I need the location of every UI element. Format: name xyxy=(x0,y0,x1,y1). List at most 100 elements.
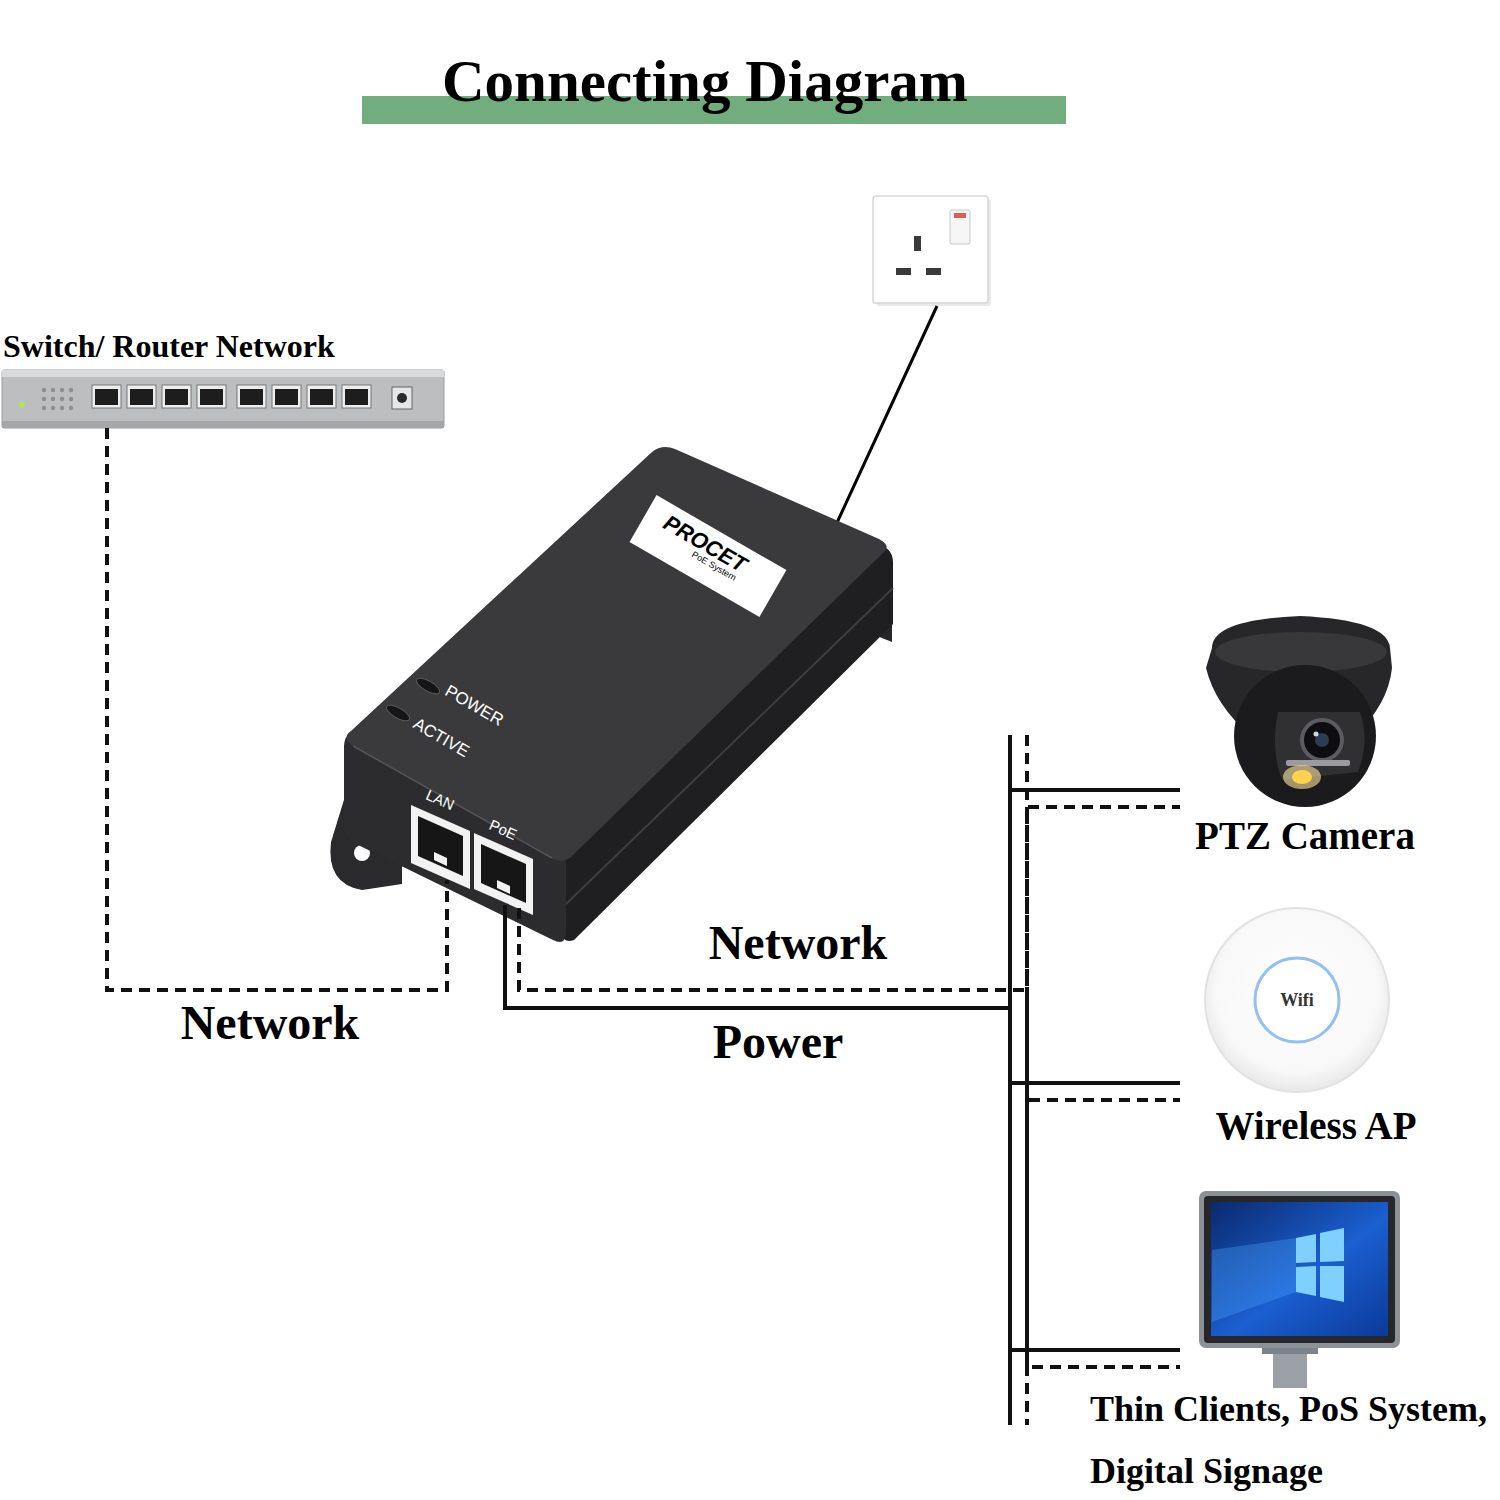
camera-led xyxy=(1283,765,1321,789)
ptz-camera: PTZ Camera xyxy=(1180,612,1395,812)
wall-socket xyxy=(950,210,970,244)
poe-injector-outline xyxy=(325,445,895,945)
ethernet-port xyxy=(92,385,121,408)
status-led xyxy=(51,388,55,392)
network-cable xyxy=(107,428,447,990)
poe-injector: PROCETPoE SystemPOWERACTIVELANPoE xyxy=(325,445,895,945)
ethernet-port xyxy=(240,389,263,405)
ethernet-port xyxy=(197,385,226,408)
monitor-screen xyxy=(1211,1202,1388,1336)
camera-trim xyxy=(1286,760,1350,766)
display-terminal: Thin Clients, PoS System, Digital Signag… xyxy=(1180,1185,1405,1390)
device-heading: Wireless AP xyxy=(1166,1104,1466,1147)
status-led xyxy=(60,388,64,392)
network-switch-outline xyxy=(2,370,444,428)
poe-cable xyxy=(505,905,1180,1367)
switch-body xyxy=(2,370,444,377)
indicator-led xyxy=(414,675,442,697)
ethernet-port xyxy=(307,385,336,408)
power-bus xyxy=(1008,735,1012,1425)
wireless-ap-outline xyxy=(1205,908,1389,1092)
status-led xyxy=(60,406,64,410)
power-jack xyxy=(397,393,407,403)
status-led xyxy=(51,397,55,401)
power-cord xyxy=(835,306,937,527)
status-led xyxy=(42,406,46,410)
status-led xyxy=(42,388,46,392)
ethernet-port xyxy=(272,385,301,408)
ptz-camera-outline xyxy=(1206,616,1392,807)
ethernet-port xyxy=(162,385,191,408)
ethernet-port xyxy=(200,389,223,405)
windows-logo xyxy=(1296,1234,1316,1263)
device-heading: Switch/ Router Network xyxy=(3,329,423,364)
network-line xyxy=(107,428,447,990)
monitor-stand xyxy=(1273,1354,1307,1388)
poe-injector-outline xyxy=(330,447,893,942)
ethernet-port xyxy=(237,385,266,408)
ethernet-port xyxy=(275,389,298,405)
windows-logo xyxy=(1296,1266,1316,1296)
ethernet-port xyxy=(165,389,188,405)
network-switch-outline xyxy=(2,370,444,428)
cable-label: Network xyxy=(120,996,420,1049)
power-led xyxy=(19,402,25,408)
ap-body xyxy=(1205,908,1389,1092)
injector-top xyxy=(346,447,886,861)
power-line xyxy=(505,790,1180,1008)
ap-logo-text: Wifi xyxy=(1257,989,1337,1011)
indicator-led xyxy=(384,702,412,724)
poe-cable xyxy=(505,790,1180,1008)
ethernet-port xyxy=(127,385,156,408)
network-bus xyxy=(1025,735,1029,1425)
wall-socket xyxy=(896,268,911,275)
display-terminal-outline xyxy=(1199,1191,1400,1388)
switch-body xyxy=(2,370,444,428)
wireless-ap: WifiWireless AP xyxy=(1180,905,1415,1095)
ap-ring xyxy=(1255,958,1339,1042)
status-led xyxy=(60,397,64,401)
network-line xyxy=(519,908,1180,1100)
lan-port xyxy=(411,805,470,889)
device-heading: PTZ Camera xyxy=(1155,814,1455,857)
display-terminal-outline xyxy=(1180,1185,1405,1390)
camera-lens xyxy=(1302,720,1342,760)
power-line xyxy=(505,905,1180,1350)
network-switch: Switch/ Router Network xyxy=(2,370,444,428)
wall-socket xyxy=(954,213,966,218)
ethernet-port xyxy=(310,389,333,405)
wall-socket xyxy=(873,196,988,303)
power-line xyxy=(505,905,1180,1083)
poe-cable xyxy=(505,905,1180,1100)
monitor-frame xyxy=(1199,1191,1400,1348)
power-jack xyxy=(392,387,412,409)
wall-socket xyxy=(873,196,991,306)
switch-body xyxy=(2,421,444,428)
camera-lens xyxy=(1314,732,1319,737)
ptz-camera-outline xyxy=(1180,612,1395,812)
ethernet-port xyxy=(345,389,368,405)
wall-socket xyxy=(914,236,921,251)
poe-port xyxy=(474,833,533,915)
wall-socket xyxy=(926,268,941,275)
status-led xyxy=(69,397,73,401)
poe-port xyxy=(481,844,526,903)
status-led xyxy=(42,397,46,401)
monitor-bezel xyxy=(1204,1196,1395,1343)
light-beam xyxy=(1212,1238,1296,1322)
cable-label: Network xyxy=(648,916,948,969)
ethernet-port xyxy=(130,389,153,405)
cable-label: Power xyxy=(628,1015,928,1068)
ethernet-port xyxy=(95,389,118,405)
status-led xyxy=(51,406,55,410)
windows-logo xyxy=(1320,1228,1344,1262)
status-led xyxy=(69,388,73,392)
network-line xyxy=(519,908,1180,1367)
camera-led xyxy=(1292,770,1312,784)
status-led xyxy=(69,406,73,410)
ethernet-port xyxy=(342,385,371,408)
brand-sticker xyxy=(630,495,787,617)
